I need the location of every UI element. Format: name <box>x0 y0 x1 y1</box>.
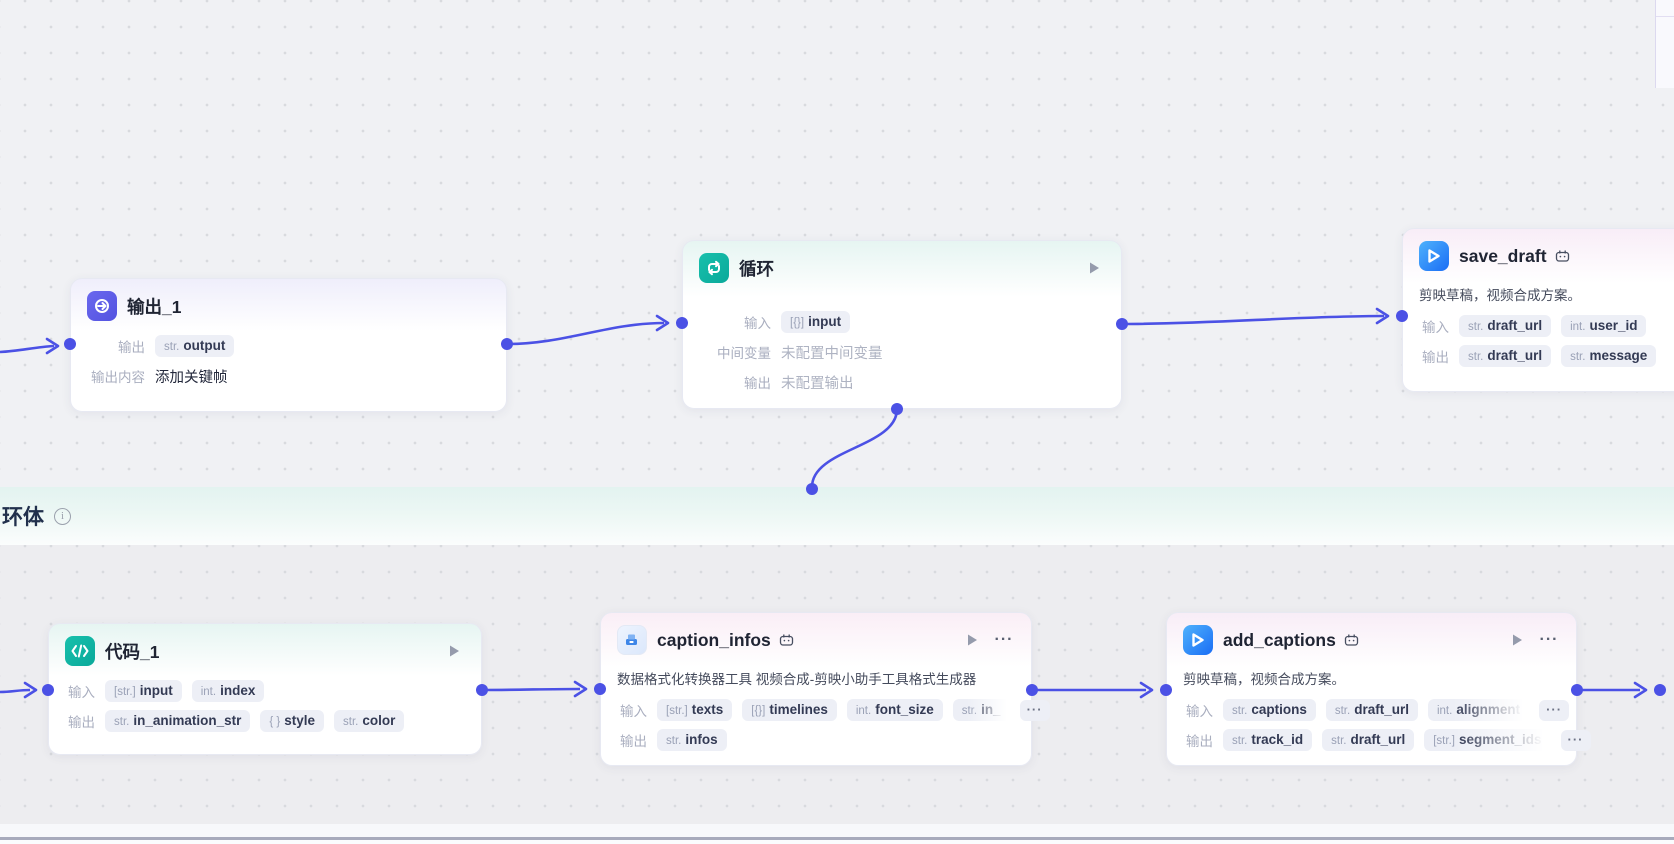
row-label: 输入 <box>1422 320 1449 335</box>
run-node-button[interactable] <box>961 629 983 651</box>
param-chip: str.draft_url <box>1325 699 1418 721</box>
node-description: 数据格式化转换器工具 视频合成-剪映小助手工具格式生成器 <box>617 672 977 687</box>
partial-node-top-right <box>1655 0 1674 88</box>
node-title: 代码_1 <box>105 641 160 662</box>
param-chip: [str.]input <box>105 680 182 702</box>
run-node-button[interactable] <box>1506 629 1528 651</box>
loop-body-label: 环体 <box>2 506 44 529</box>
more-options-button[interactable]: ··· <box>1539 631 1559 648</box>
node-title: save_draft <box>1459 245 1547 266</box>
output-row: 输出 未配置输出 <box>699 369 1105 395</box>
node-title: caption_infos <box>657 629 771 650</box>
output-row: 输出 str.output <box>87 333 490 359</box>
param-chip: { }style <box>260 710 325 732</box>
node-add-captions[interactable]: add_captions ··· 剪映草稿，视频合成方案。 输入 str.cap… <box>1166 612 1591 766</box>
output-value: 未配置输出 <box>781 375 854 392</box>
row-label: 输出 <box>1422 350 1449 365</box>
intermediate-var-value: 未配置中间变量 <box>781 345 883 362</box>
loop-body-bottom-border <box>0 837 1674 840</box>
param-chip: int.font_size <box>846 699 943 721</box>
info-icon[interactable]: i <box>54 507 71 525</box>
more-params-chip[interactable]: ··· <box>1019 699 1050 721</box>
more-options-button[interactable]: ··· <box>994 631 1014 648</box>
output-row: 输出 str.track_id str.draft_url [str.]segm… <box>1183 727 1591 753</box>
node-loop[interactable]: 循环 输入 [{}]input 中间变量 未配置中间变量 输出 未配置输出 <box>682 240 1122 409</box>
loop-body-bottom-strip <box>0 824 1674 837</box>
row-label: 输出 <box>68 715 95 730</box>
param-chip: int.user_id <box>1561 315 1647 337</box>
plugin-badge-icon <box>779 633 794 647</box>
node-description: 剪映草稿，视频合成方案。 <box>1183 672 1345 687</box>
row-label: 输入 <box>620 704 647 719</box>
formatter-tool-icon <box>617 625 647 655</box>
input-row: 输入 str.draft_url int.user_id <box>1419 313 1674 339</box>
row-label: 输出 <box>1186 734 1213 749</box>
param-chip: [{}]input <box>781 311 851 333</box>
row-label: 输出 <box>744 376 771 391</box>
node-title: 循环 <box>739 258 774 279</box>
loop-body-header: 环体 i <box>2 501 71 531</box>
param-chip: str.infos <box>657 729 727 751</box>
jianying-plugin-icon <box>1183 625 1213 655</box>
input-row: 输入 str.captions str.draft_url int.alignm… <box>1183 697 1570 723</box>
node-title: 输出_1 <box>127 296 182 317</box>
param-chip: str.draft_url <box>1459 315 1552 337</box>
row-label: 输出 <box>118 340 145 355</box>
loop-icon <box>699 253 729 283</box>
param-chip: str.captions <box>1223 699 1316 721</box>
param-chip: [str.]segment_ids <box>1424 729 1551 751</box>
output-arrow-icon <box>87 291 117 321</box>
param-chip: int.index <box>191 680 265 702</box>
input-row: 输入 [{}]input <box>699 309 1105 335</box>
output-row: 输出 str.in_animation_str { }style str.col… <box>65 708 465 734</box>
intermediate-var-row: 中间变量 未配置中间变量 <box>699 339 1105 365</box>
row-label: 中间变量 <box>717 346 771 361</box>
node-title: add_captions <box>1223 629 1336 650</box>
param-chip: int.alignment <box>1427 699 1530 721</box>
param-chip: str.in_ <box>952 699 1010 721</box>
run-node-button[interactable] <box>1083 257 1105 279</box>
output-content-row: 输出内容 添加关键帧 <box>87 363 490 389</box>
plugin-badge-icon <box>1344 633 1359 647</box>
param-chip: str.draft_url <box>1322 729 1415 751</box>
param-chip: [str.]texts <box>657 699 733 721</box>
node-output-1[interactable]: 输出_1 输出 str.output 输出内容 添加关键帧 <box>70 278 507 412</box>
param-chip: [{}]timelines <box>742 699 837 721</box>
param-chip: str.message <box>1561 345 1657 367</box>
code-icon <box>65 636 95 666</box>
more-params-chip[interactable]: ··· <box>1560 729 1591 751</box>
param-chip: str.in_animation_str <box>105 710 251 732</box>
jianying-plugin-icon <box>1419 241 1449 271</box>
row-label: 输入 <box>744 316 771 331</box>
more-params-chip[interactable]: ··· <box>1539 699 1570 721</box>
output-row: 输出 str.draft_url str.message <box>1419 343 1674 369</box>
loop-body-band: 环体 i <box>0 487 1674 545</box>
canvas-bottom-edge <box>0 840 1674 844</box>
row-label: 输出 <box>620 734 647 749</box>
node-save-draft[interactable]: save_draft 剪映草稿，视频合成方案。 输入 str.draft_url… <box>1402 228 1674 392</box>
output-row: 输出 str.infos <box>617 727 1015 753</box>
input-row: 输入 [str.]texts [{}]timelines int.font_si… <box>617 697 1050 723</box>
node-caption-infos[interactable]: caption_infos ··· 数据格式化转换器工具 视频合成-剪映小助手工… <box>600 612 1050 766</box>
param-chip: str.output <box>155 335 235 357</box>
run-node-button[interactable] <box>443 640 465 662</box>
input-row: 输入 [str.]input int.index <box>65 678 465 704</box>
row-label: 输出内容 <box>91 370 145 385</box>
row-label: 输入 <box>1186 704 1213 719</box>
param-chip: str.color <box>334 710 405 732</box>
node-description: 剪映草稿，视频合成方案。 <box>1419 288 1581 303</box>
row-label: 输入 <box>68 685 95 700</box>
param-chip: str.track_id <box>1223 729 1313 751</box>
output-content-value: 添加关键帧 <box>155 369 228 386</box>
plugin-badge-icon <box>1555 249 1570 263</box>
param-chip: str.draft_url <box>1459 345 1552 367</box>
node-code-1[interactable]: 代码_1 输入 [str.]input int.index 输出 str.in_… <box>48 623 482 755</box>
